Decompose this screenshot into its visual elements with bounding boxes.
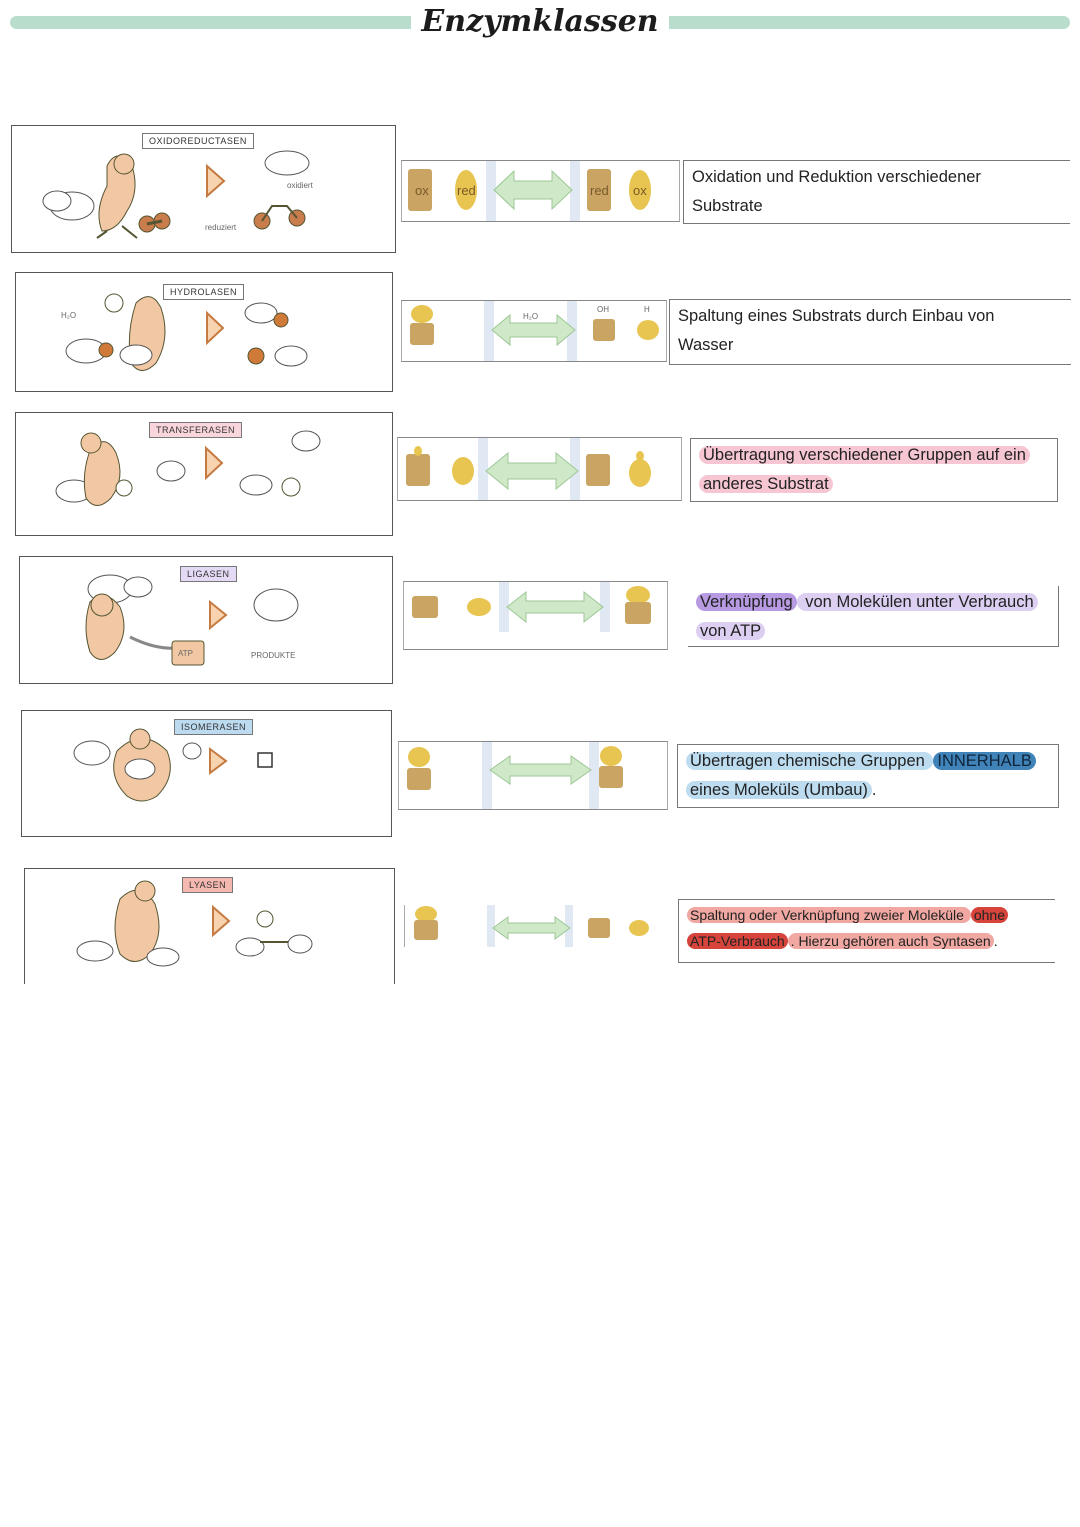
enzyme-class-label: HYDROLASEN [163,284,245,300]
oxidiert-label: oxidiert [287,181,313,190]
description-line: ATP-Verbrauch. Hierzu gehören auch Synta… [687,928,1047,954]
description-text: ohne [970,907,1008,923]
description-text: Übertragen chemische Gruppen [686,752,934,770]
schema-h-label: H [644,305,650,314]
description-text: . [871,781,877,799]
description-line: Wasser [678,336,734,354]
reduziert-label: reduziert [205,223,237,232]
description-text: Verknüpfung [696,593,797,611]
description-lyasen: Spaltung oder Verknüpfung zweier Molekül… [678,899,1055,963]
cartoon-isomerasen: ISOMERASEN [21,710,392,837]
schema-h2o-label: H₂O [523,312,539,321]
cartoon-oxidoreductasen: OXIDOREDUCTASEN oxidiert reduziert [11,125,396,253]
description-line: Übertragen chemische Gruppen INNERHALB [686,747,1050,776]
atp-label: ATP [178,649,193,658]
description-text: von Molekülen unter Verbrauch [796,593,1038,611]
enzyme-class-label: LIGASEN [180,566,237,582]
schema-red-left: red [457,183,476,198]
enzyme-figure-icon [42,150,310,239]
page-title: Enzymklassen [411,4,669,39]
description-line: Spaltung oder Verknüpfung zweier Molekül… [687,902,1047,928]
description-ligasen: Verknüpfung von Molekülen unter Verbrauc… [688,586,1059,647]
schema-hydrolasen: H₂O OH H [401,300,667,362]
description-line: Verknüpfung von Molekülen unter Verbrauc… [696,588,1050,617]
description-isomerasen: Übertragen chemische Gruppen INNERHALB e… [677,744,1059,808]
description-line: Substrate [692,197,763,215]
description-line: anderes Substrat [699,470,1049,499]
description-text: anderes Substrat [699,475,833,493]
enzyme-class-label: ISOMERASEN [174,719,254,735]
schema-ligasen [403,581,668,650]
description-oxidoreductasen: Oxidation und Reduktion verschiedener Su… [683,160,1070,224]
schema-ox-left: ox [415,183,429,198]
description-text: Übertragung verschiedener Gruppen auf ei… [699,446,1030,464]
cartoon-lyasen: LYASEN [24,868,395,984]
h2o-label: H₂O [61,311,77,320]
page-title-wrap: Enzymklassen [0,0,1080,44]
description-text: INNERHALB [933,752,1036,770]
schema-ox-right: ox [633,183,647,198]
schema-oh-label: OH [597,305,609,314]
schema-isomerasen [398,741,668,810]
produkte-label: PRODUKTE [251,651,296,660]
schema-oxidoreductasen: ox red red ox [401,160,680,222]
description-hydrolasen: Spaltung eines Substrats durch Einbau vo… [669,299,1071,365]
description-text: . [993,933,998,949]
description-line: Spaltung eines Substrats durch Einbau vo… [678,307,995,325]
description-text: . Hierzu gehören auch Syntasen [787,933,994,949]
enzyme-class-label: OXIDOREDUCTASEN [142,133,254,149]
description-text: ATP-Verbrauch [687,933,788,949]
description-line: eines Moleküls (Umbau). [686,776,1050,805]
enzyme-class-label: TRANSFERASEN [149,422,243,438]
description-text: von ATP [696,622,766,640]
description-line: Oxidation und Reduktion verschiedener [692,168,981,186]
schema-transferasen [397,437,682,501]
description-line: Übertragung verschiedener Gruppen auf ei… [699,441,1049,470]
description-text: Spaltung oder Verknüpfung zweier Molekül… [687,907,971,923]
cartoon-transferasen: TRANSFERASEN [15,412,393,536]
schema-red-right: red [590,183,609,198]
description-transferasen: Übertragung verschiedener Gruppen auf ei… [690,438,1058,502]
enzyme-class-label: LYASEN [182,877,234,893]
schema-lyasen [404,905,657,947]
description-line: von ATP [696,617,1050,646]
cartoon-hydrolasen: HYDROLASEN H₂O [15,272,393,392]
description-text: eines Moleküls (Umbau) [686,781,872,799]
cartoon-ligasen: LIGASEN ATP PRODUKTE [19,556,393,684]
